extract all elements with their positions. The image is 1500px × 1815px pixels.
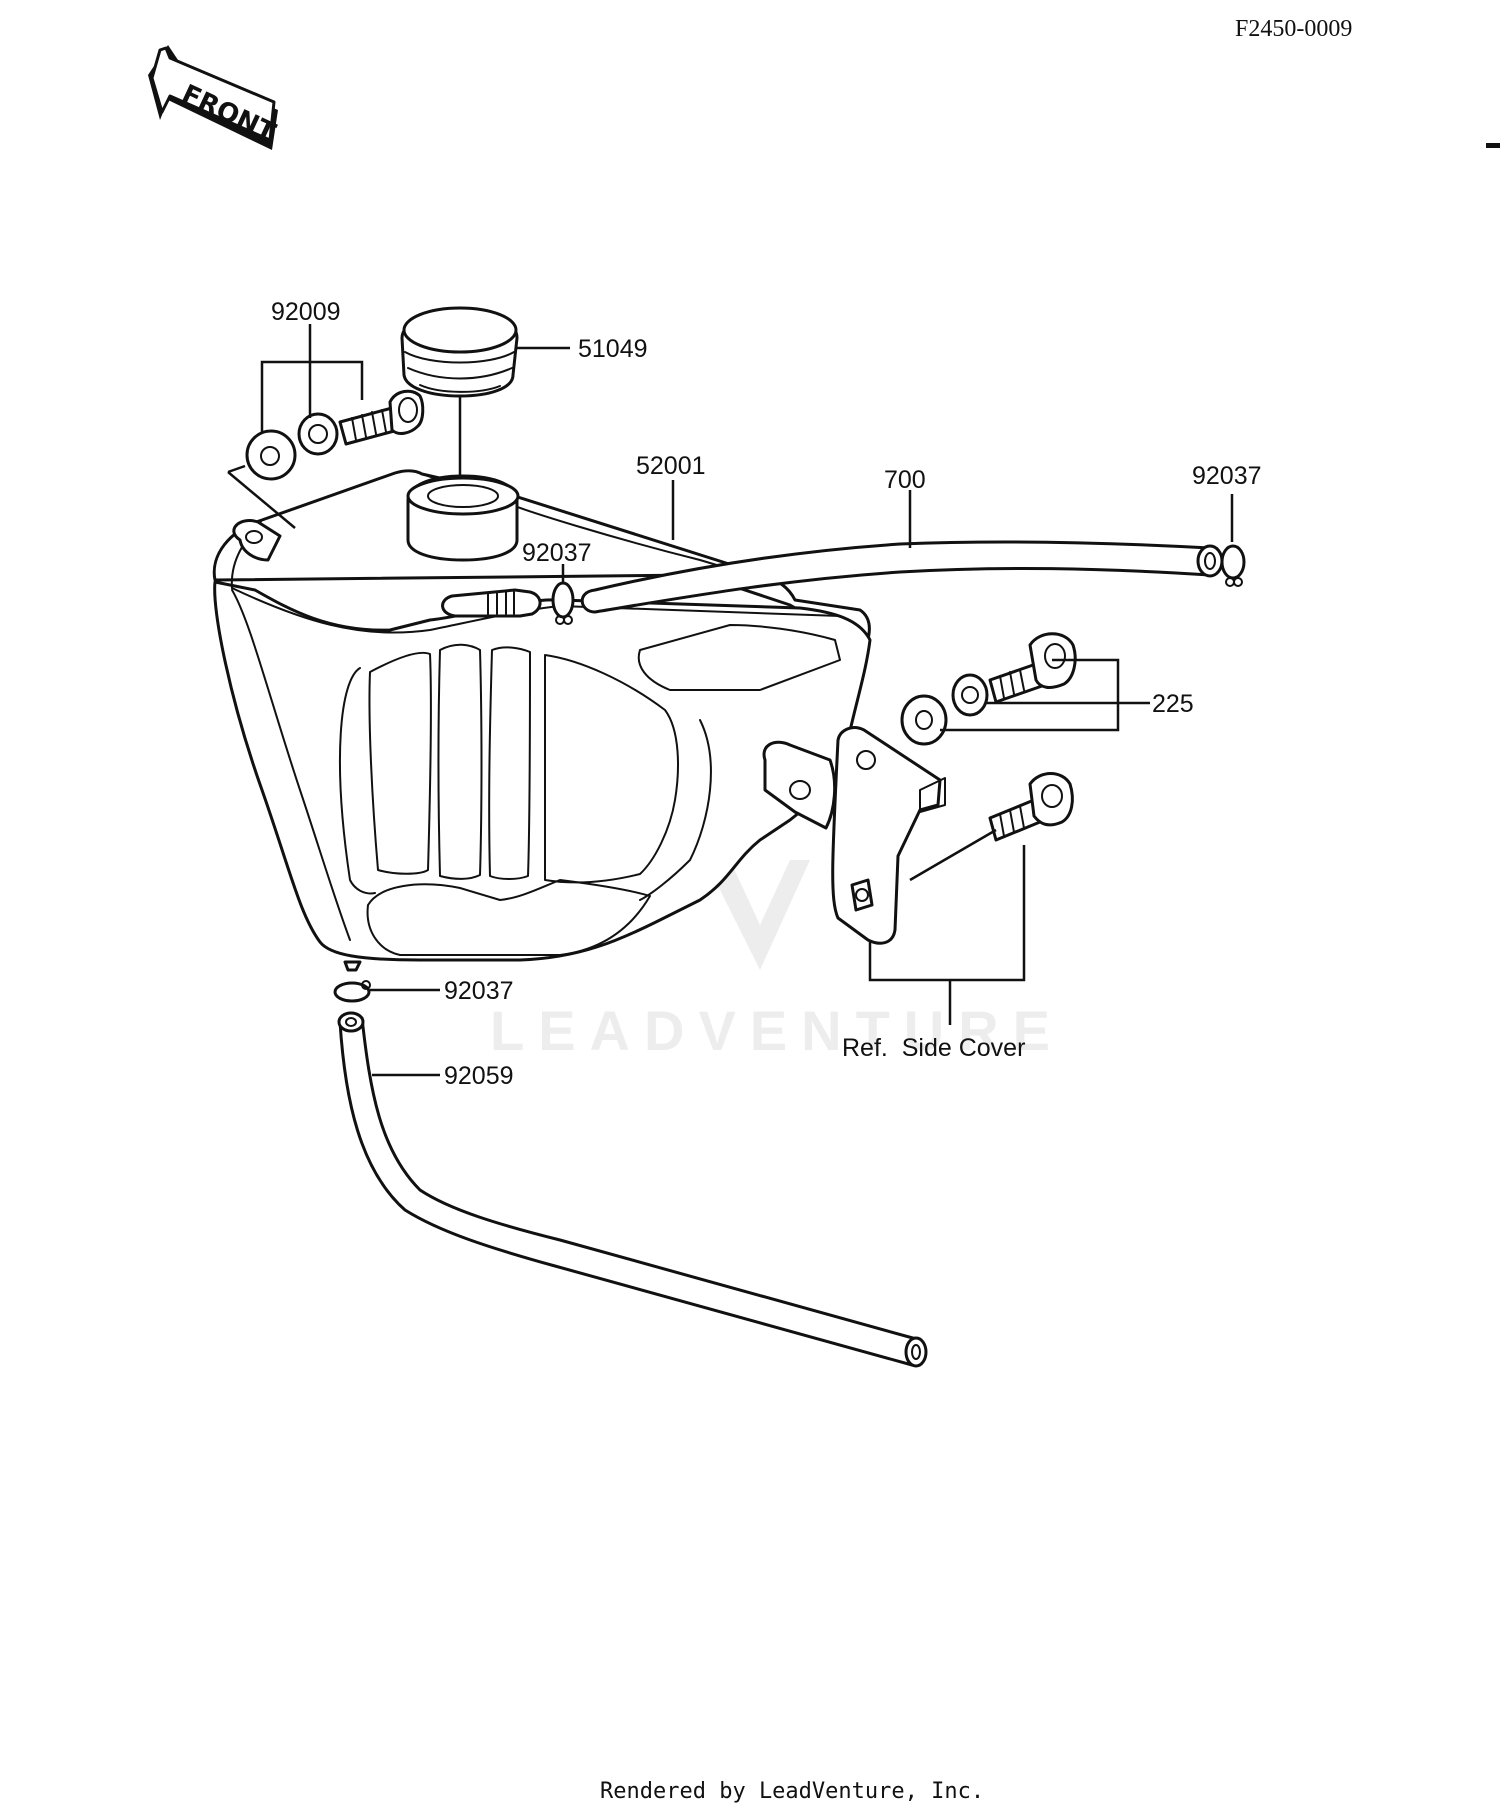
label-92037-bottom: 92037: [444, 977, 514, 1005]
leadventure-watermark: LEADVENTURE: [490, 730, 1064, 1062]
label-92059: 92059: [444, 1062, 514, 1090]
label-51049: 51049: [578, 335, 648, 363]
footer-credit: Rendered by LeadVenture, Inc.: [600, 1779, 984, 1804]
label-700: 700: [884, 466, 926, 494]
ref-leader: [868, 845, 1026, 982]
label-52001: 52001: [636, 452, 706, 480]
hose-92059: [337, 1011, 928, 1368]
bolt-kit-225: [900, 632, 1150, 882]
label-92009: 92009: [271, 298, 341, 326]
label-92037-top: 92037: [522, 539, 592, 567]
label-225: 225: [1152, 690, 1194, 718]
label-92037-right: 92037: [1192, 462, 1262, 490]
ref-side-cover-label: Ref. Side Cover: [842, 1034, 1025, 1062]
bolt-kit-92009: [227, 324, 425, 529]
cap-51049: [400, 306, 570, 476]
side-cover-bracket: [831, 726, 946, 945]
watermark-text: LEADVENTURE: [490, 999, 1064, 1062]
diagram-code: F2450-0009: [1235, 16, 1352, 42]
clamp-92037-top: [551, 564, 575, 625]
front-arrow-icon: FRONT: [148, 45, 280, 150]
clamp-92037-bottom: [333, 980, 440, 1003]
clamp-92037-right: [1220, 494, 1246, 587]
reservoir-tank: [212, 469, 872, 972]
edge-mark: [1486, 143, 1500, 148]
